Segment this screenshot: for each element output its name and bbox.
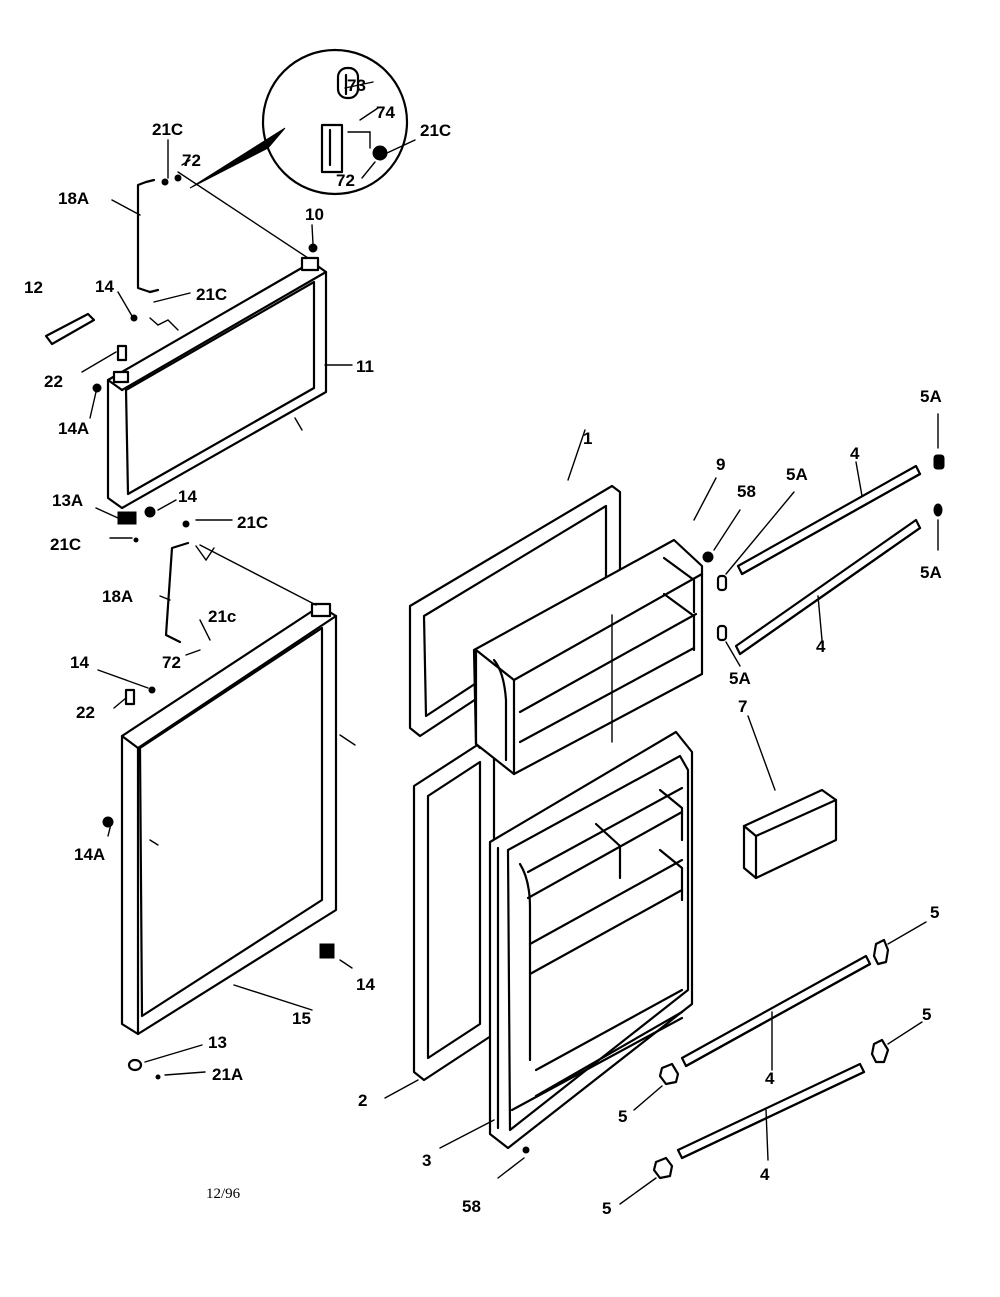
gasket-lower (384, 740, 496, 1099)
label-9: 9 (716, 455, 725, 474)
label-58: 58 (462, 1197, 481, 1216)
label-10: 10 (305, 205, 324, 224)
label-11: 11 (356, 357, 374, 376)
label-21A: 21A (212, 1065, 243, 1084)
label-7: 7 (738, 697, 747, 716)
trim-strips-lower (619, 921, 927, 1205)
label-4: 4 (760, 1165, 770, 1184)
label-14A: 14A (74, 845, 105, 864)
label-1: 1 (583, 429, 592, 448)
label-5A: 5A (729, 669, 751, 688)
freezer-door-liner (472, 477, 741, 776)
label-72: 72 (336, 171, 355, 190)
label-15: 15 (292, 1009, 311, 1028)
label-13: 13 (208, 1033, 227, 1052)
label-13A: 13A (52, 491, 83, 510)
label-21C: 21C (152, 120, 183, 139)
freezer-door (44, 139, 353, 543)
detail-inset (189, 48, 416, 196)
label-4: 4 (765, 1069, 775, 1088)
label-12: 12 (24, 278, 43, 297)
fresh-food-door-liner (439, 730, 694, 1179)
label-21C: 21C (196, 285, 227, 304)
label-22: 22 (76, 703, 95, 722)
label-4: 4 (816, 637, 826, 656)
label-18A: 18A (58, 189, 89, 208)
label-4: 4 (850, 444, 860, 463)
label-5A: 5A (920, 387, 942, 406)
label-5: 5 (922, 1005, 931, 1024)
trim-strips-upper (716, 413, 945, 667)
label-5A: 5A (920, 563, 942, 582)
label-14: 14 (95, 277, 114, 296)
label-74: 74 (376, 103, 395, 122)
label-21c: 21c (208, 607, 236, 626)
label-2: 2 (358, 1091, 367, 1110)
label-72: 72 (162, 653, 181, 672)
label-21C: 21C (420, 121, 451, 140)
fresh-food-door (97, 519, 356, 1080)
label-21C: 21C (237, 513, 268, 532)
label-5: 5 (930, 903, 939, 922)
label-14: 14 (178, 487, 197, 506)
label-5A: 5A (786, 465, 808, 484)
part-labels: 73 74 21C 21C 72 72 18A 10 12 14 21C 22 … (24, 76, 942, 1218)
label-3: 3 (422, 1151, 431, 1170)
label-72: 72 (182, 151, 201, 170)
label-21C: 21C (50, 535, 81, 554)
label-58: 58 (737, 482, 756, 501)
dairy-bin (742, 715, 838, 880)
label-18A: 18A (102, 587, 133, 606)
label-5: 5 (602, 1199, 611, 1218)
label-5: 5 (618, 1107, 627, 1126)
label-73: 73 (347, 76, 366, 95)
label-14: 14 (356, 975, 375, 994)
label-14A: 14A (58, 419, 89, 438)
label-22: 22 (44, 372, 63, 391)
date-code: 12/96 (206, 1186, 241, 1202)
label-14: 14 (70, 653, 89, 672)
